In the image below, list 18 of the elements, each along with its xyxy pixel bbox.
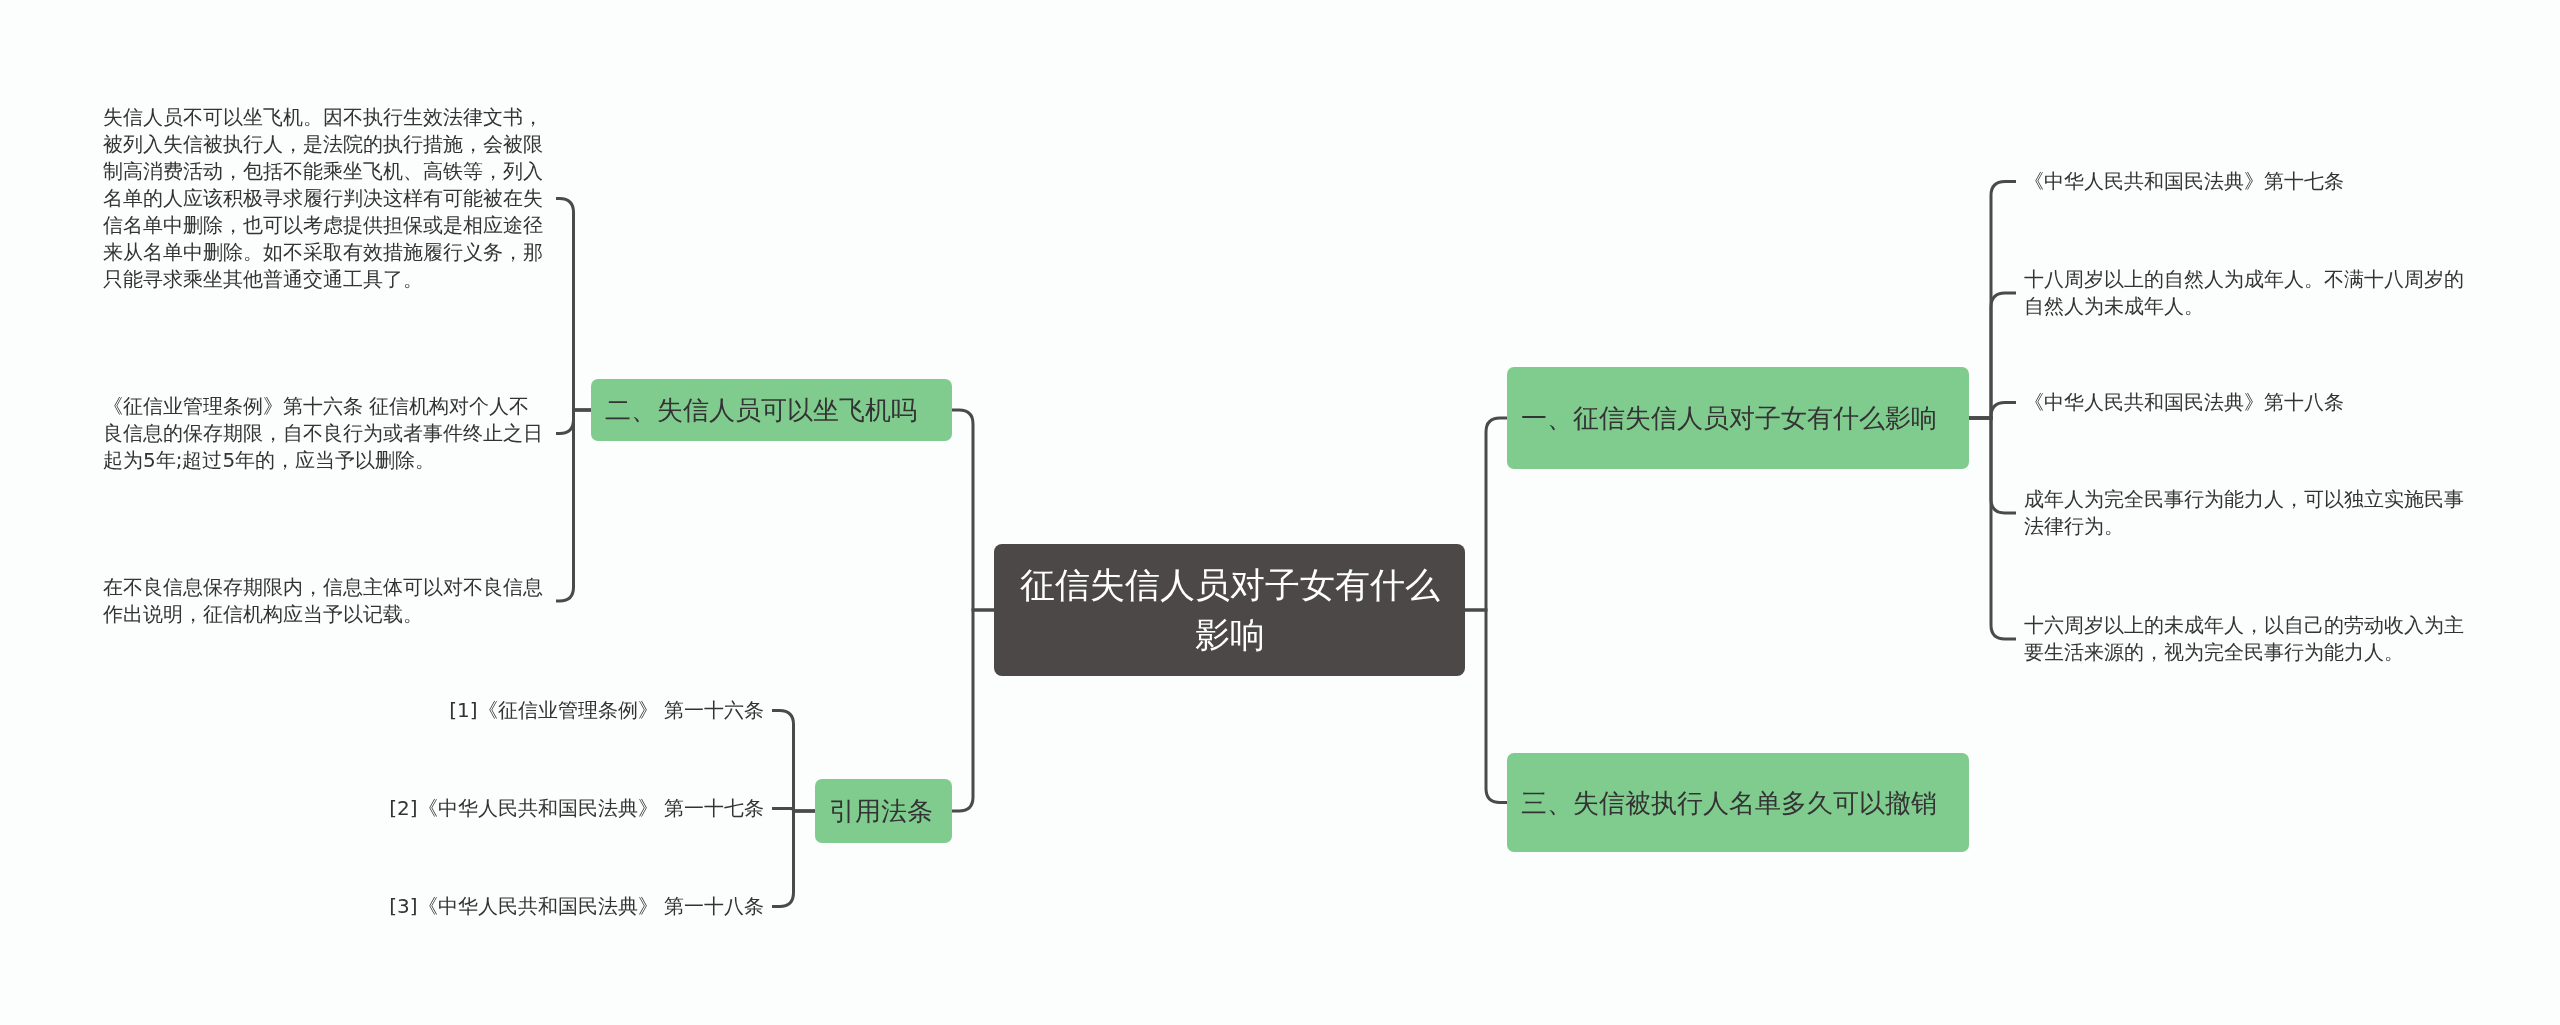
note-text: 在不良信息保存期限内，信息主体可以对不良信息作出说明，征信机构应当予以记载。 [103,574,548,628]
branch-box: 二、失信人员可以坐飞机吗 [591,379,952,441]
citation-text: [1]《征信业管理条例》 第一十六条 [330,697,764,724]
branch-box: 引用法条 [815,779,952,843]
branch-box: 三、失信被执行人名单多久可以撤销 [1507,753,1969,852]
note-text: 失信人员不可以坐飞机。因不执行生效法律文书，被列入失信被执行人，是法院的执行措施，会被限制高消费活动，包括不能乘坐飞机、高铁等，列入名单的人应该积极寻求履行判决这样有可能被在失信名单中删除，也可以考虑提供担保或是相应途径来从名单中删除。如不采取有效措施履行义务，那只能寻求乘坐其他普通交通工具了。 [103,104,548,293]
note-text: 十八周岁以上的自然人为成年人。不满十八周岁的自然人为未成年人。 [2024,266,2464,320]
note-text: 《中华人民共和国民法典》第十八条 [2024,389,2464,416]
connector-line [1465,608,1507,804]
citation-text: [3]《中华人民共和国民法典》 第一十八条 [330,893,764,920]
note-text: 《征信业管理条例》第十六条 征信机构对个人不良信息的保存期限，自不良行为或者事件终止之日起为5年;超过5年的，应当予以删除。 [103,393,548,474]
note-text: 十六周岁以上的未成年人，以自己的劳动收入为主要生活来源的，视为完全民事行为能力人。 [2024,612,2464,666]
connector-line [952,608,994,813]
citation-text: [2]《中华人民共和国民法典》 第一十七条 [330,795,764,822]
note-text: 《中华人民共和国民法典》第十七条 [2024,168,2464,195]
note-text: 成年人为完全民事行为能力人，可以独立实施民事法律行为。 [2024,486,2464,540]
branch-box: 一、征信失信人员对子女有什么影响 [1507,367,1969,469]
topic-box: 征信失信人员对子女有什么影响 [994,544,1465,676]
